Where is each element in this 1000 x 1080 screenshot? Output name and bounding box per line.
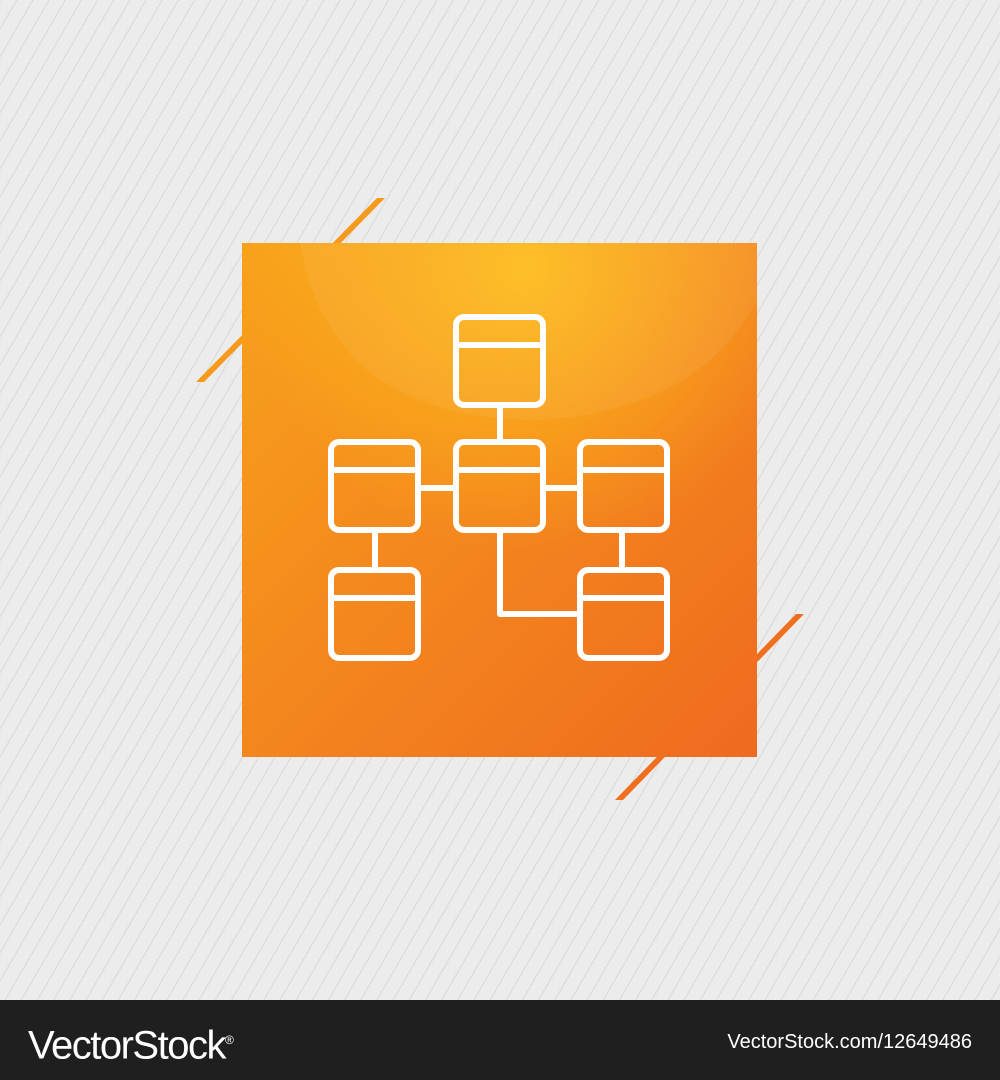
network-diagram-icon: [328, 314, 670, 661]
network-node-bottom-right: [577, 567, 670, 661]
vectorstock-logo: VectorStock®: [28, 1018, 234, 1067]
registered-mark: ®: [224, 1033, 234, 1047]
network-node-top: [453, 314, 546, 408]
image-id-text: VectorStock.com/12649486: [727, 1031, 972, 1053]
network-node-bottom-left: [328, 567, 421, 661]
watermark-footer: VectorStock® VectorStock.com/12649486: [0, 1000, 1000, 1080]
network-node-left: [328, 439, 421, 533]
network-node-right: [577, 439, 670, 533]
orange-square-badge: [196, 198, 804, 800]
network-node-center: [453, 439, 546, 533]
brand-name: VectorStock: [28, 1023, 226, 1068]
